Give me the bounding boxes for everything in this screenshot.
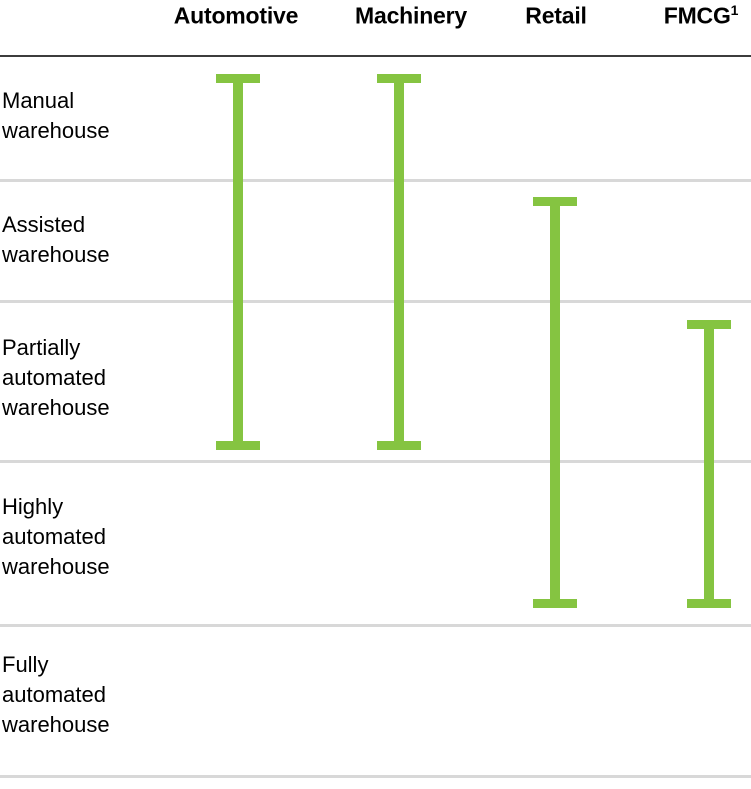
column-header-retail-label: Retail [525,2,587,29]
column-header-fmcg: FMCG1 [664,2,739,30]
column-header-retail: Retail [525,2,587,30]
range-bar-retail-bottom-cap [533,599,577,608]
column-header-row: Automotive Machinery Retail FMCG1 [0,0,751,56]
row-label-manual-warehouse: Manual warehouse [2,88,110,143]
column-header-machinery-label: Machinery [355,2,467,29]
row-label-assisted-warehouse: Assisted warehouse [2,212,110,267]
row-divider-2 [0,300,751,303]
row-label-partially-automated-warehouse: Partially automated warehouse [2,335,110,420]
row-divider-3 [0,460,751,463]
column-header-machinery: Machinery [355,2,467,30]
column-header-automotive: Automotive [174,2,299,30]
row-divider-5 [0,775,751,778]
column-header-automotive-label: Automotive [173,2,299,29]
range-bar-automotive-bottom-cap [216,441,260,450]
row-divider-4 [0,624,751,627]
column-header-fmcg-label: FMCG [663,2,731,29]
range-bar-machinery-bottom-cap [377,441,421,450]
range-bar-automotive-stem [233,74,243,450]
column-header-fmcg-superscript: 1 [730,2,739,18]
range-bar-retail-stem [550,197,560,608]
range-bar-machinery [377,74,421,450]
range-bar-fmcg-stem [704,320,714,608]
range-bar-automotive [216,74,260,450]
range-bar-fmcg [687,320,731,608]
row-label-highly-automated-warehouse: Highly automated warehouse [2,494,110,579]
range-bar-retail [533,197,577,608]
range-bar-fmcg-bottom-cap [687,599,731,608]
row-label-fully-automated-warehouse: Fully automated warehouse [2,652,110,737]
header-divider [0,55,751,57]
row-divider-1 [0,179,751,182]
range-bar-machinery-stem [394,74,404,450]
